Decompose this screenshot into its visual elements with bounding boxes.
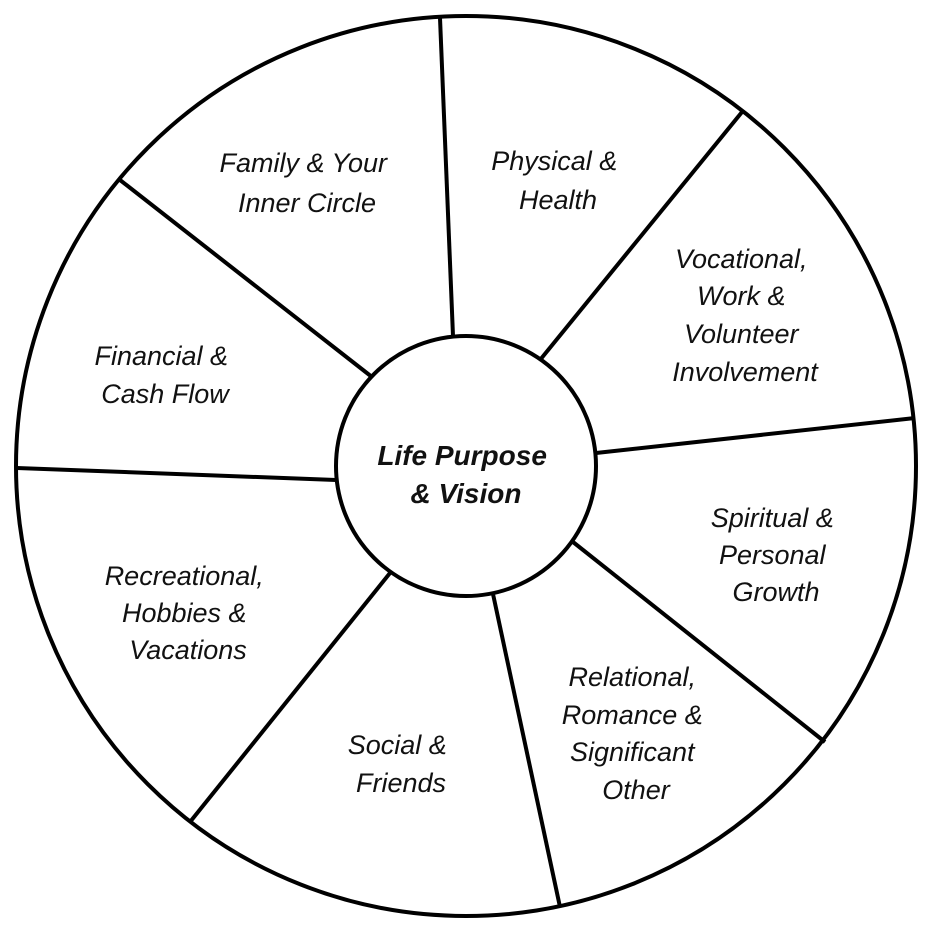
segment-label-vocational-line-3: Volunteer: [684, 319, 800, 349]
segment-label-social-line-1: Social &: [348, 730, 447, 760]
center-label-line-1: Life Purpose: [377, 440, 547, 471]
divider-social-recreational: [188, 571, 392, 824]
segment-label-financial: Financial & Cash Flow: [94, 341, 235, 409]
segment-label-spiritual-line-3: Growth: [732, 577, 819, 607]
segment-label-financial-line-1: Financial &: [94, 341, 228, 371]
segment-label-spiritual: Spiritual & Personal Growth: [711, 503, 842, 607]
segment-label-relational-line-1: Relational,: [568, 662, 696, 692]
divider-physical-vocational: [538, 110, 744, 362]
segment-label-family-line-1: Family & Your: [219, 148, 388, 178]
segment-label-social: Social & Friends: [348, 730, 455, 798]
segment-label-spiritual-line-1: Spiritual &: [711, 503, 834, 533]
divider-relational-social: [491, 593, 562, 908]
center-label-line-2: & Vision: [411, 478, 522, 509]
segment-label-vocational-line-4: Involvement: [672, 357, 819, 387]
center-circle: [334, 334, 598, 598]
segment-label-physical: Physical & Health: [491, 146, 625, 215]
segment-label-financial-line-2: Cash Flow: [101, 379, 230, 409]
segment-label-relational-line-4: Other: [602, 775, 671, 805]
segment-labels: Family & Your Inner Circle Physical & He…: [94, 146, 842, 805]
segment-label-spiritual-line-2: Personal: [719, 540, 827, 570]
segment-label-social-line-2: Friends: [356, 768, 446, 798]
divider-spiritual-relational: [571, 540, 827, 744]
segment-dividers: [16, 17, 916, 908]
segment-label-physical-line-1: Physical &: [491, 146, 617, 176]
segment-label-vocational-line-1: Vocational,: [675, 244, 808, 274]
segment-label-vocational: Vocational, Work & Volunteer Involvement: [672, 244, 819, 387]
divider-financial-family: [118, 178, 374, 379]
center-label: Life Purpose & Vision: [377, 440, 554, 509]
segment-label-relational-line-2: Romance &: [562, 700, 703, 730]
segment-label-physical-line-2: Health: [519, 185, 597, 215]
segment-label-recreational-line-3: Vacations: [129, 635, 247, 665]
segment-label-family: Family & Your Inner Circle: [219, 148, 394, 218]
divider-recreational-financial: [16, 466, 337, 482]
segment-label-recreational-line-2: Hobbies &: [122, 598, 247, 628]
segment-label-vocational-line-2: Work &: [697, 281, 786, 311]
segment-label-family-line-2: Inner Circle: [238, 188, 376, 218]
segment-label-recreational-line-1: Recreational,: [105, 561, 264, 591]
segment-label-relational: Relational, Romance & Significant Other: [562, 662, 711, 805]
divider-family-physical: [438, 17, 455, 337]
divider-vocational-spiritual: [595, 416, 916, 455]
segment-label-recreational: Recreational, Hobbies & Vacations: [105, 561, 272, 665]
segment-label-relational-line-3: Significant: [570, 737, 696, 767]
